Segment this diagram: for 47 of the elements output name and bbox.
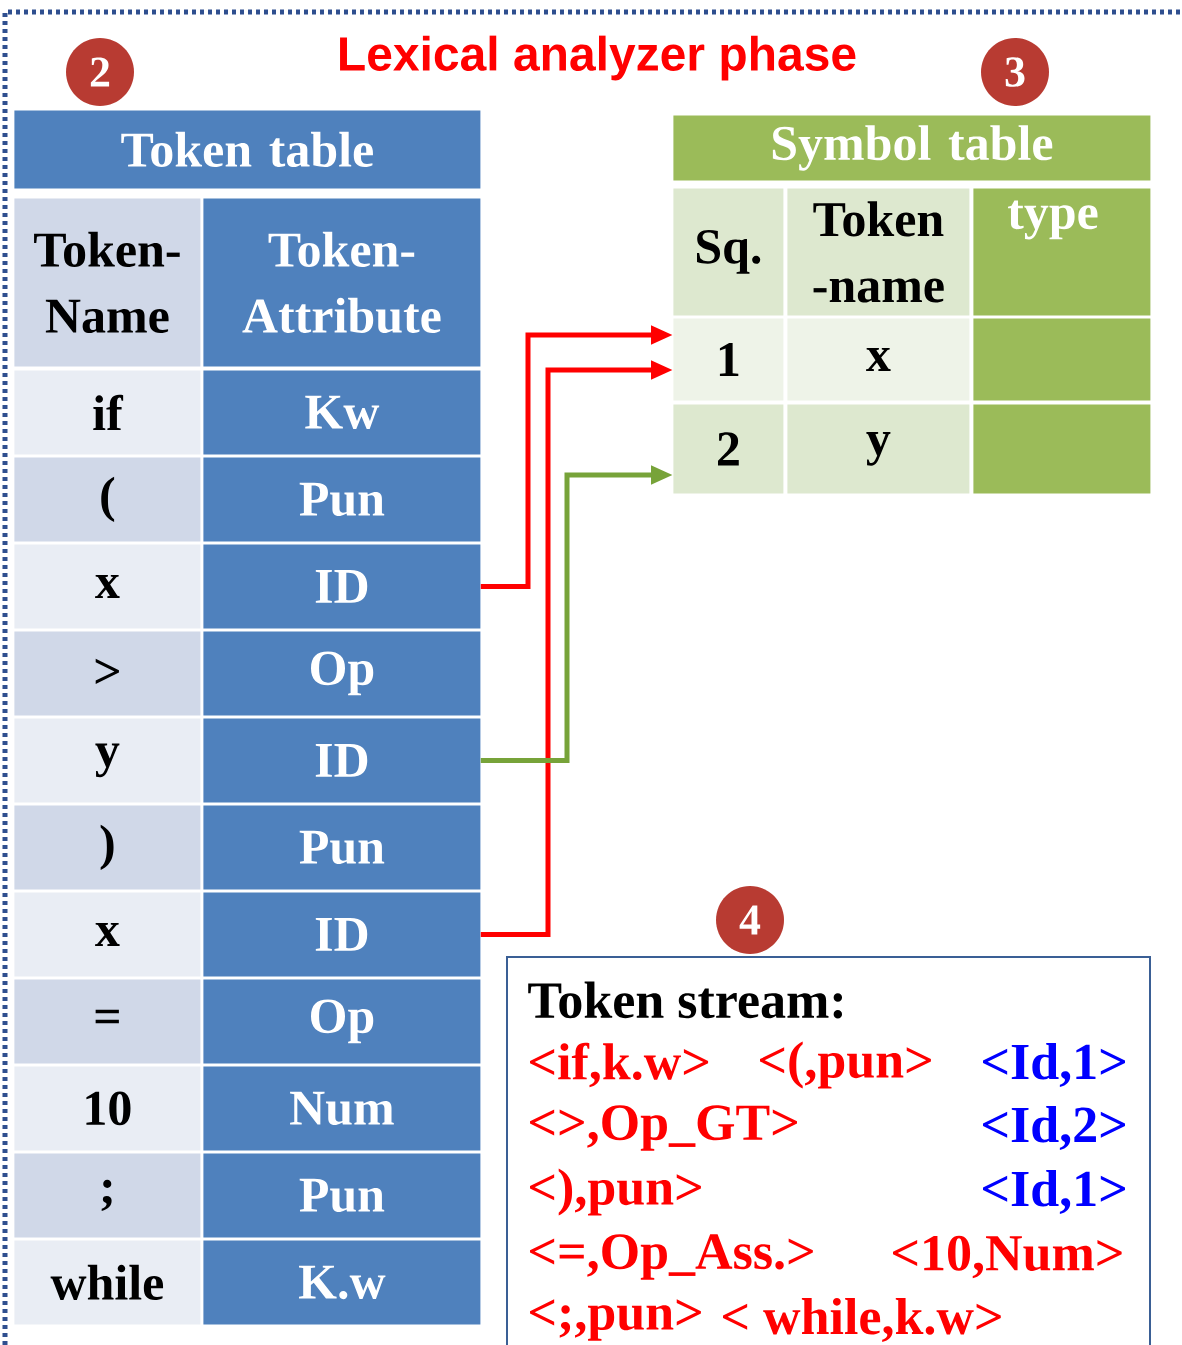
table-cell: x [14, 544, 201, 629]
table-cell: Kw [203, 370, 481, 455]
table-cell [973, 404, 1151, 494]
table-cell: ) [14, 805, 201, 890]
table-cell: Op [203, 631, 481, 716]
header-cell: Token-Name [14, 198, 201, 367]
table-cell: 10 [14, 1066, 201, 1151]
node-label: x [866, 347, 891, 371]
table-cell: if [14, 370, 201, 455]
table-cell: ID [203, 544, 481, 629]
table-cell: ID [203, 892, 481, 977]
callout-number: 3 [981, 38, 1049, 106]
table-header: Token table [14, 110, 481, 189]
callout-number: 4 [716, 886, 784, 954]
table-header: Symbol table [673, 115, 1151, 181]
table-cell: = [14, 979, 201, 1064]
table-cell: Pun [203, 1153, 481, 1238]
table-cell: > [14, 631, 201, 716]
table-cell: ; [14, 1153, 201, 1238]
header-cell: Sq. [673, 188, 784, 316]
node-label: 1 [719, 342, 739, 376]
header-cell: Token-Attribute [203, 198, 481, 367]
table-cell [973, 318, 1151, 401]
table-cell: Num [203, 1066, 481, 1151]
table-cell: y [787, 404, 970, 494]
table-cell: Pun [203, 457, 481, 542]
table-cell: Op [203, 979, 481, 1064]
token-stream-box: Token stream: <if,k.w> <(,pun> <Id,1> <>,Op_GT> <Id,2> <),pun> <Id,1> <=,Op_Ass.> <10,Num> <;,pun> < while,k.w> [506, 956, 1151, 1345]
node-label: x [95, 574, 120, 598]
table-cell: while [14, 1240, 201, 1325]
node-label: 10 [86, 1091, 131, 1126]
table-cell: x [787, 318, 970, 401]
node-label: if [93, 394, 124, 431]
callout-number: 2 [66, 38, 134, 106]
table-cell: Pun [203, 805, 481, 890]
table-cell: y [14, 718, 201, 803]
node-label: y [95, 743, 120, 778]
table-cell: 1 [673, 318, 784, 401]
table-cell: x [14, 892, 201, 977]
table-cell: 2 [673, 404, 784, 494]
node-label: x [95, 922, 120, 946]
table-cell: K.w [203, 1240, 481, 1325]
table-cell: ( [14, 457, 201, 542]
header-cell: type [973, 188, 1151, 316]
table-cell: ID [203, 718, 481, 803]
node-label: while [50, 1264, 164, 1301]
title: Lexical analyzer phase [340, 35, 856, 81]
